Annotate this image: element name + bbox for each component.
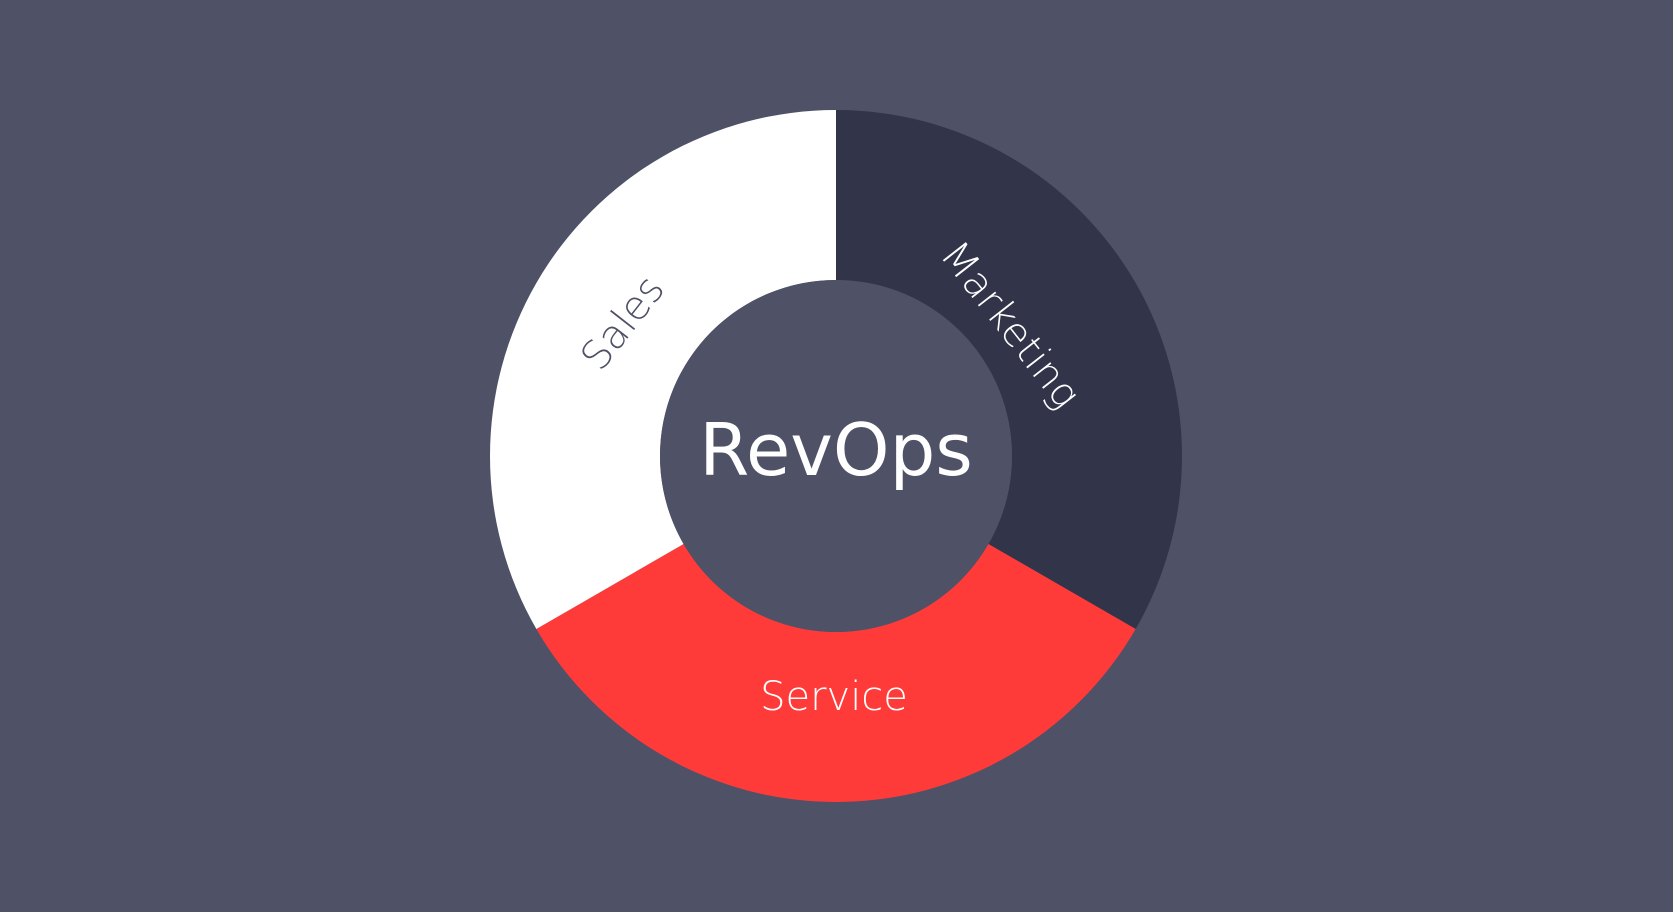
center-hub <box>660 280 1012 632</box>
center-title: RevOps <box>699 408 973 492</box>
segment-service <box>536 544 1136 802</box>
segment-label-service: Service <box>760 674 908 720</box>
segment-sales <box>490 110 836 629</box>
segment-marketing <box>836 110 1182 629</box>
donut-ring <box>490 110 1182 802</box>
